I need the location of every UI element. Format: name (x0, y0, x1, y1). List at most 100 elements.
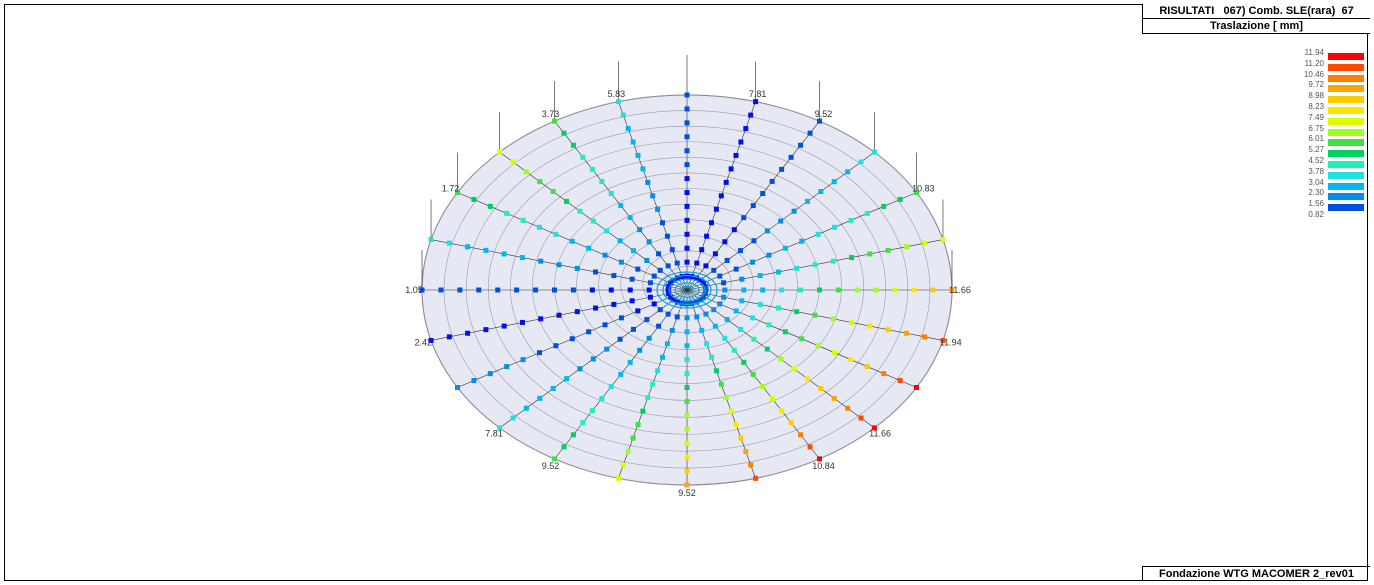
node-marker (537, 179, 543, 185)
node-marker (666, 291, 672, 297)
node-marker (483, 327, 489, 333)
results-title: RISULTATI 067) Comb. SLE(rara) 67 (1159, 5, 1354, 17)
node-marker (561, 130, 567, 136)
node-marker (731, 227, 737, 233)
node-marker (738, 248, 744, 254)
node-marker (743, 448, 749, 454)
rim-value-label: 11.66 (869, 429, 891, 439)
node-marker (487, 203, 493, 209)
node-marker (593, 269, 599, 275)
node-marker (660, 220, 666, 226)
node-marker (446, 334, 452, 340)
legend-value: 6.75 (1308, 123, 1324, 133)
node-marker (753, 99, 759, 105)
node-marker (684, 92, 690, 98)
legend-swatch (1328, 150, 1364, 158)
node-marker (574, 309, 580, 315)
legend-value: 3.78 (1308, 166, 1324, 176)
node-marker (533, 287, 539, 293)
legend-value: 11.20 (1304, 58, 1324, 68)
legend-swatch (1328, 96, 1364, 104)
legend-swatch (1328, 161, 1364, 168)
node-marker (647, 294, 653, 300)
node-marker (871, 425, 877, 431)
node-marker (684, 190, 690, 195)
node-marker (722, 335, 728, 341)
hub-ring (680, 285, 694, 295)
rim-value-label: 10.84 (812, 461, 835, 471)
node-marker (669, 247, 675, 253)
node-marker (881, 203, 887, 209)
node-marker (580, 154, 586, 160)
legend-value: 3.04 (1308, 177, 1324, 187)
legend-swatch (1328, 85, 1364, 93)
node-marker (940, 237, 946, 243)
node-marker (812, 262, 818, 268)
node-marker (419, 287, 425, 293)
node-marker (570, 142, 576, 148)
node-marker (684, 259, 690, 265)
node-marker (766, 252, 772, 258)
node-marker (569, 336, 575, 342)
node-marker (679, 300, 685, 306)
node-marker (471, 378, 477, 384)
node-marker (569, 238, 575, 244)
node-marker (885, 327, 891, 333)
node-marker (739, 298, 745, 304)
node-marker (497, 149, 503, 155)
node-marker (903, 330, 909, 336)
node-marker (721, 280, 727, 286)
node-marker (733, 422, 739, 428)
node-marker (684, 398, 690, 404)
legend-swatch (1328, 204, 1364, 212)
node-marker (697, 277, 703, 283)
node-marker (625, 448, 631, 454)
node-marker (570, 287, 576, 293)
node-marker (684, 217, 690, 223)
node-marker (514, 287, 520, 293)
node-marker (849, 319, 855, 325)
legend-swatch (1328, 139, 1364, 147)
node-marker (751, 336, 757, 342)
node-marker (599, 178, 605, 184)
node-marker (881, 371, 887, 377)
node-marker (791, 366, 797, 372)
node-marker (644, 317, 650, 323)
node-marker (657, 307, 663, 313)
node-marker (645, 179, 651, 185)
node-marker (721, 294, 727, 300)
node-marker (675, 299, 681, 305)
node-marker (618, 371, 624, 377)
node-marker (428, 237, 434, 243)
node-marker (504, 210, 510, 216)
node-marker (817, 456, 822, 462)
node-marker (743, 126, 749, 132)
node-marker (702, 283, 708, 289)
node-marker (794, 309, 800, 315)
node-marker (604, 346, 610, 352)
node-marker (694, 260, 700, 266)
node-marker (674, 260, 680, 266)
node-marker (455, 385, 461, 390)
node-marker (757, 301, 763, 307)
node-marker (697, 297, 703, 303)
node-marker (510, 159, 516, 165)
node-marker (564, 198, 570, 204)
node-marker (590, 356, 596, 362)
node-marker (556, 262, 562, 268)
node-marker (465, 330, 471, 336)
hub-ring (662, 275, 712, 306)
node-marker (903, 244, 909, 250)
node-marker (635, 266, 641, 272)
node-marker (713, 368, 719, 374)
node-marker (646, 335, 652, 341)
node-marker (722, 287, 728, 293)
node-marker (779, 166, 785, 172)
node-marker (665, 287, 671, 293)
node-marker (817, 118, 822, 124)
node-marker (700, 280, 706, 286)
legend-swatch (1328, 182, 1364, 190)
node-marker (586, 329, 592, 335)
rim-value-label: 1.05 (405, 285, 423, 295)
